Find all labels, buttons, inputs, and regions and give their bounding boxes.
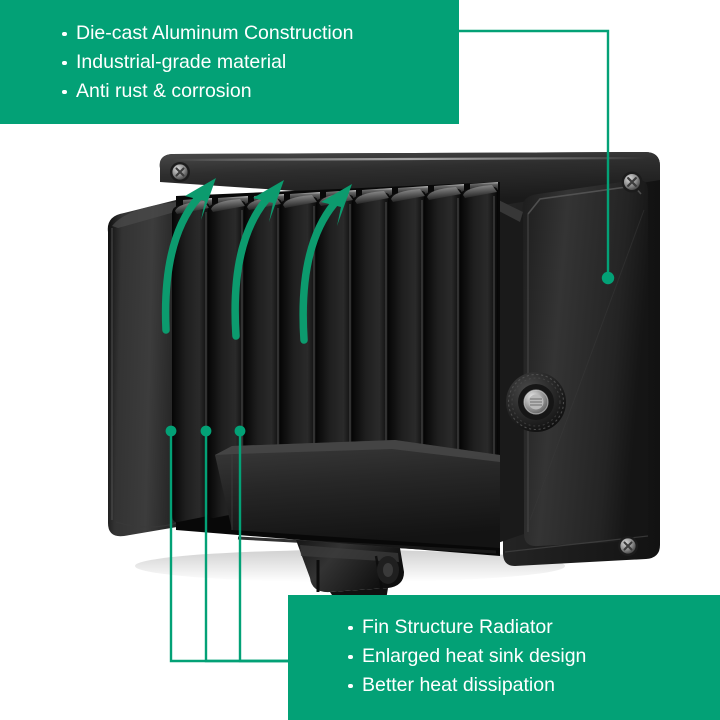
airflow-arrow-3-head — [321, 184, 352, 226]
heat-bullet-1: Fin Structure Radiator — [344, 613, 720, 642]
heat-dissipation-callout: Fin Structure Radiator Enlarged heat sin… — [288, 595, 720, 720]
airflow-arrow-3-shaft — [299, 200, 338, 344]
material-callout: Die-cast Aluminum Construction Industria… — [0, 0, 459, 124]
fin-6 — [352, 191, 390, 503]
airflow-arrow-1-head — [185, 178, 216, 220]
heat-dissipation-callout-list: Fin Structure Radiator Enlarged heat sin… — [344, 613, 720, 700]
top-right-screw — [0, 0, 643, 193]
knurled-adjustment-knob — [506, 372, 566, 432]
heat-bullet-3: Better heat dissipation — [344, 671, 720, 700]
airflow-arrow-1-shaft — [161, 194, 202, 334]
material-bullet-3: Anti rust & corrosion — [58, 77, 459, 106]
material-bullet-1: Die-cast Aluminum Construction — [58, 19, 459, 48]
material-callout-list: Die-cast Aluminum Construction Industria… — [58, 19, 459, 106]
mounting-bracket — [296, 540, 404, 604]
top-left-screw — [170, 162, 190, 182]
heat-bullet-2: Enlarged heat sink design — [344, 642, 720, 671]
airflow-arrow-2-shaft — [231, 196, 270, 340]
bottom-right-screw — [618, 536, 638, 556]
airflow-arrow-2-head — [253, 180, 284, 222]
fin-8 — [424, 187, 462, 495]
material-bullet-2: Industrial-grade material — [58, 48, 459, 77]
fin-7 — [388, 189, 426, 499]
